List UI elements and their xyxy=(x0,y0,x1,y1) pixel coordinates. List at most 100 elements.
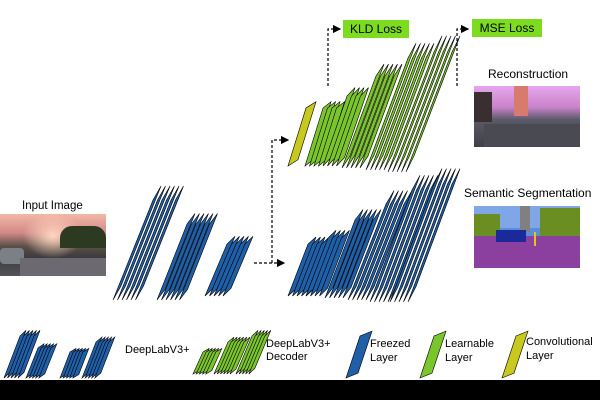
arrow-to-mse-loss xyxy=(456,24,470,86)
freezed-layer xyxy=(121,185,171,301)
input-image-road xyxy=(20,258,106,276)
legend-conv-label-1: Convolutional xyxy=(526,336,593,348)
freezed-layer xyxy=(287,236,317,297)
learnable-layer xyxy=(317,100,346,167)
legend-encoder-icon xyxy=(7,330,30,379)
legend-encoder-icon xyxy=(14,330,37,379)
learnable-layer xyxy=(341,63,385,169)
learnable-layer xyxy=(392,35,447,173)
reconstruction-road xyxy=(484,124,580,147)
freezed-layer xyxy=(156,213,196,301)
freezed-layer xyxy=(292,236,321,297)
freezed-layer xyxy=(324,209,364,299)
legend-encoder-icon xyxy=(94,336,116,379)
freezed-layer xyxy=(314,230,346,297)
learnable-layer xyxy=(327,87,360,167)
reconstruction-tree xyxy=(474,92,492,122)
learnable-layer xyxy=(387,35,443,173)
segmentation-car xyxy=(496,230,526,242)
freezed-layer xyxy=(329,209,368,299)
legend-decoder-icon xyxy=(229,336,251,375)
learnable-layer xyxy=(370,43,421,171)
freezed-layer xyxy=(117,185,166,301)
legend-decoder-label-2: Decoder xyxy=(266,351,308,363)
legend-conv-label-2: Layer xyxy=(526,350,554,362)
mse-loss-box: MSE Loss xyxy=(472,19,542,37)
legend-convolutional-icon xyxy=(501,330,529,379)
freezed-layer xyxy=(347,190,395,301)
semantic-segmentation-label: Semantic Segmentation xyxy=(464,186,592,200)
legend-encoder-icon xyxy=(3,330,27,379)
freezed-layer xyxy=(135,185,184,301)
freezed-layer xyxy=(356,190,404,301)
segmentation-building xyxy=(520,206,530,232)
learnable-layer xyxy=(359,63,403,169)
freezed-layer xyxy=(213,236,245,297)
convolutional-layer xyxy=(287,101,317,167)
learnable-layer xyxy=(374,43,426,171)
freezed-layer xyxy=(161,213,200,301)
freezed-layer xyxy=(407,168,461,303)
legend-decoder-label-1: DeepLabV3+ xyxy=(266,338,331,350)
arrow-branch-to-top-decoder xyxy=(271,135,290,263)
segmentation-vegetation-right xyxy=(540,208,580,236)
freezed-layer xyxy=(403,168,456,303)
segmentation-road xyxy=(474,236,580,268)
learnable-layer xyxy=(346,63,389,169)
freezed-layer xyxy=(174,213,214,301)
input-image-car xyxy=(0,248,24,264)
segmentation-pole xyxy=(534,232,536,246)
legend-icons xyxy=(3,330,529,379)
freezed-layer xyxy=(310,230,341,297)
freezed-layer xyxy=(222,236,254,297)
legend-learnable-label-2: Layer xyxy=(445,352,473,364)
legend-decoder-icon xyxy=(235,330,259,375)
freezed-layer xyxy=(179,213,218,301)
input-image-photo xyxy=(0,214,106,276)
freezed-layer xyxy=(398,168,452,303)
freezed-layer xyxy=(296,236,326,297)
learnable-layer xyxy=(350,63,394,169)
legend-learnable-icon xyxy=(419,330,447,379)
freezed-layer xyxy=(374,175,425,303)
segmentation-photo xyxy=(474,206,580,268)
reconstruction-building xyxy=(514,86,528,116)
legend-freezed-label-2: Layer xyxy=(370,352,398,364)
learnable-layer xyxy=(322,87,356,167)
learnable-layer xyxy=(379,43,430,171)
legend-decoder-icon xyxy=(205,347,223,375)
legend-encoder-label: DeepLabV3+ xyxy=(125,344,190,356)
reconstruction-label: Reconstruction xyxy=(488,67,569,81)
learnable-layer xyxy=(383,43,435,171)
arrow-to-kld-loss xyxy=(327,24,342,86)
legend-freezed-icon xyxy=(345,330,373,379)
freezed-layer xyxy=(342,209,382,299)
segmentation-vegetation-left xyxy=(474,214,500,240)
input-image-label: Input Image xyxy=(22,200,83,212)
freezed-layer xyxy=(130,185,180,301)
freezed-layer xyxy=(112,185,162,301)
reconstruction-photo xyxy=(474,86,580,147)
freezed-layer xyxy=(204,236,236,297)
freezed-layer xyxy=(218,236,249,297)
diagram-background xyxy=(0,0,600,380)
freezed-layer xyxy=(369,175,421,303)
legend-decoder-icon xyxy=(245,330,268,375)
freezed-layer xyxy=(319,230,350,297)
kld-loss-box: KLD Loss xyxy=(343,20,409,38)
legend-decoder-icon xyxy=(238,330,262,375)
input-image-trees xyxy=(60,226,106,248)
freezed-layer xyxy=(389,168,443,303)
learnable-layer xyxy=(405,35,461,173)
freezed-layer xyxy=(305,230,337,297)
legend-encoder-icon xyxy=(10,330,34,379)
legend-learnable-label-1: Learnable xyxy=(445,338,494,350)
freezed-layer xyxy=(361,190,408,301)
legend-encoder-icon xyxy=(72,347,90,379)
freezed-layer xyxy=(378,175,430,303)
freezed-layer xyxy=(333,209,373,299)
legend-encoder-icon xyxy=(17,330,41,379)
freezed-layer xyxy=(383,175,434,303)
